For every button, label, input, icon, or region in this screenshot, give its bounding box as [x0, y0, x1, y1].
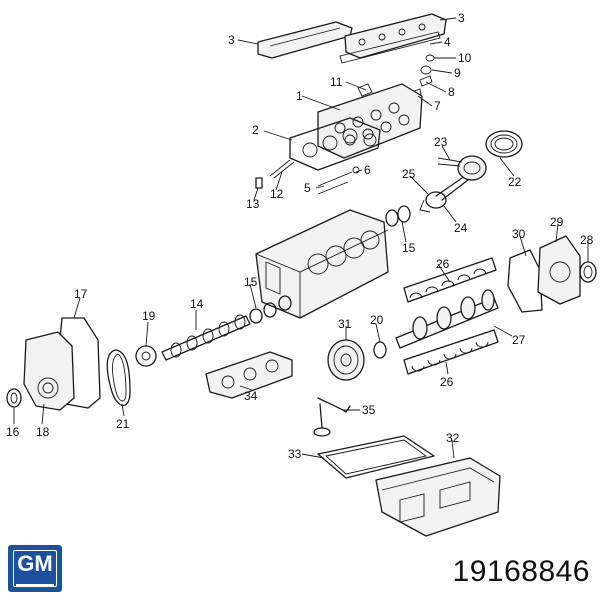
harmonic-balancer: [327, 339, 387, 381]
callout-3a: 3: [228, 33, 235, 47]
callout-31: 31: [338, 317, 352, 331]
cam-bearings-right: [385, 205, 411, 227]
front-cover-and-seal: [6, 317, 101, 411]
cam-bearings-left: [249, 295, 292, 324]
leader-lines: [13, 17, 589, 459]
cam-sprocket: [135, 345, 157, 367]
callout-13: 13: [246, 197, 260, 211]
callout-20: 20: [370, 313, 384, 327]
oil-pump-assembly: [205, 351, 293, 399]
callout-14: 14: [190, 297, 204, 311]
callout-15a: 15: [244, 275, 258, 289]
part-number: 19168846: [452, 555, 590, 588]
callout-28: 28: [580, 233, 594, 247]
callout-4: 4: [444, 35, 451, 49]
callout-17: 17: [74, 287, 88, 301]
valve-cover-left: [257, 21, 353, 59]
timing-chain: [106, 349, 131, 407]
callout-34: 34: [244, 389, 258, 403]
gm-logo: GM: [8, 545, 62, 592]
callout-26a: 26: [436, 257, 450, 271]
piston-assembly: [419, 130, 523, 213]
callout-33: 33: [288, 447, 302, 461]
callout-labels: 1 2 3 3 4 5 6 7 8 9 10 11 12 13 14 15 15…: [6, 11, 594, 461]
callout-18: 18: [36, 425, 50, 439]
main-bearings-upper: [403, 257, 497, 303]
callout-23: 23: [434, 135, 448, 149]
head-gasket: [289, 117, 381, 171]
pushrods-and-lifters: [255, 159, 360, 195]
valve-cover-right: [339, 13, 447, 64]
main-bearings-lower: [403, 329, 499, 375]
crankshaft: [395, 289, 499, 349]
callout-22: 22: [508, 175, 522, 189]
camshaft: [161, 314, 251, 361]
callout-15b: 15: [402, 241, 416, 255]
rear-seal-housing: [507, 235, 597, 313]
oil-pan-gasket: [317, 435, 435, 479]
callout-35: 35: [362, 403, 376, 417]
gm-logo-underline: [16, 584, 54, 586]
callout-29: 29: [550, 215, 564, 229]
cylinder-head: [317, 83, 423, 159]
oil-pan: [375, 457, 501, 537]
callout-19: 19: [142, 309, 156, 323]
engine-block: [255, 209, 389, 319]
callout-11: 11: [330, 75, 343, 89]
callout-21: 21: [116, 417, 130, 431]
callout-16: 16: [6, 425, 20, 439]
callout-8: 8: [448, 85, 455, 99]
callout-9: 9: [454, 66, 461, 80]
callout-24: 24: [454, 221, 468, 235]
callout-3b: 3: [458, 11, 465, 25]
callout-1: 1: [296, 89, 303, 103]
callout-7: 7: [434, 99, 441, 113]
callout-10: 10: [458, 51, 472, 65]
callout-32: 32: [446, 431, 460, 445]
callout-12: 12: [270, 187, 284, 201]
callout-2: 2: [252, 123, 259, 137]
callout-26b: 26: [440, 375, 454, 389]
callout-30: 30: [512, 227, 526, 241]
gm-logo-text: GM: [13, 550, 57, 587]
callout-25: 25: [402, 167, 416, 181]
callout-27: 27: [512, 333, 526, 347]
callout-5: 5: [304, 181, 311, 195]
oil-pickup-tube: [313, 397, 351, 437]
callout-6: 6: [364, 163, 371, 177]
